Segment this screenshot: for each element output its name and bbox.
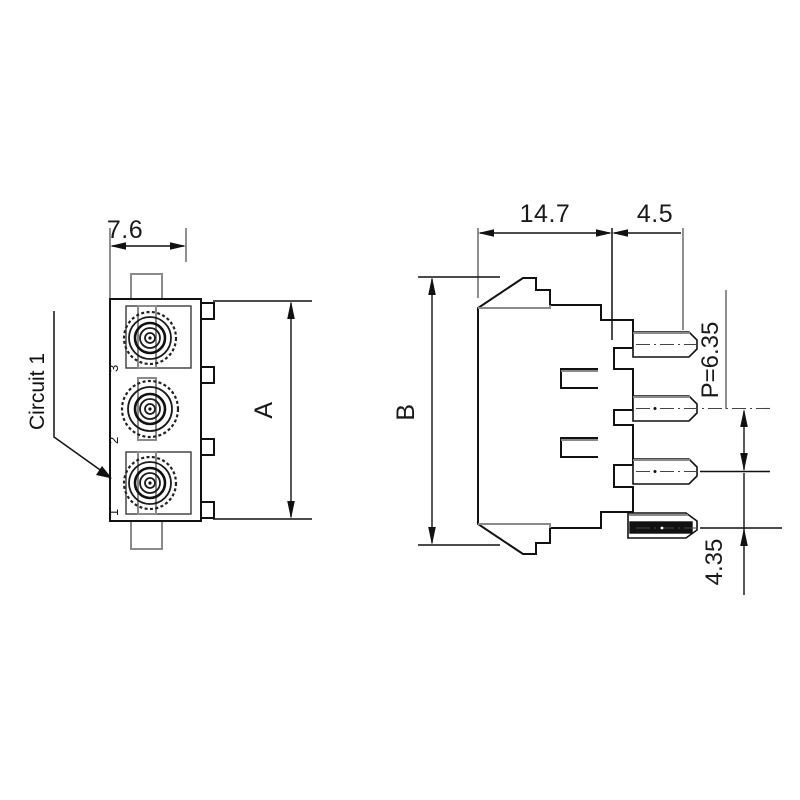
side-housing-profile — [477, 277, 634, 555]
front-housing-body — [109, 298, 202, 522]
dimension-value-width: 7.6 — [107, 216, 143, 244]
circuit-1-callout: Circuit 1 — [26, 311, 112, 479]
dimension-value-a: A — [250, 401, 278, 418]
circuit-number-3: 3 — [106, 365, 121, 372]
dimension-pin-length-4-5: 4.5 — [612, 200, 684, 330]
circuit-number-1: 1 — [106, 509, 121, 516]
dimension-value-offset: 4.35 — [701, 539, 728, 586]
side-bottom-chamfer — [478, 523, 551, 528]
dimension-bottom-offset: 4.35 — [700, 470, 782, 595]
dimension-pitch: P=6.35 — [697, 290, 748, 471]
circuit-3-cavity: 3 — [106, 305, 192, 372]
circuit-callout-label: Circuit 1 — [26, 353, 49, 430]
side-top-chamfer — [478, 305, 551, 309]
front-top-tab — [130, 273, 163, 299]
dimension-height-b: B — [392, 276, 500, 546]
front-side-tabs — [201, 302, 215, 519]
dimension-height-a: A — [213, 300, 312, 520]
side-pin-2 — [632, 395, 770, 422]
side-view: 14.7 4.5 B — [392, 200, 782, 595]
dimension-value-pitch: P=6.35 — [697, 322, 724, 399]
dimension-width-7-6: 7.6 — [107, 216, 187, 300]
side-pin-bottom-highlighted — [627, 512, 782, 539]
circuit-number-2: 2 — [106, 437, 121, 444]
side-latch-notches — [560, 368, 598, 458]
circuit-2-cavity: 2 — [106, 377, 180, 444]
circuit-1-cavity: 1 — [106, 451, 192, 516]
dimension-value-pin-length: 4.5 — [637, 200, 673, 228]
dimension-value-body-length: 14.7 — [520, 200, 571, 228]
dimension-value-b: B — [392, 403, 420, 420]
side-pin-3 — [632, 331, 700, 358]
dimension-body-length-14-7: 14.7 — [477, 200, 613, 340]
front-view: 7.6 3 — [26, 216, 312, 550]
front-bottom-tab — [130, 521, 163, 550]
